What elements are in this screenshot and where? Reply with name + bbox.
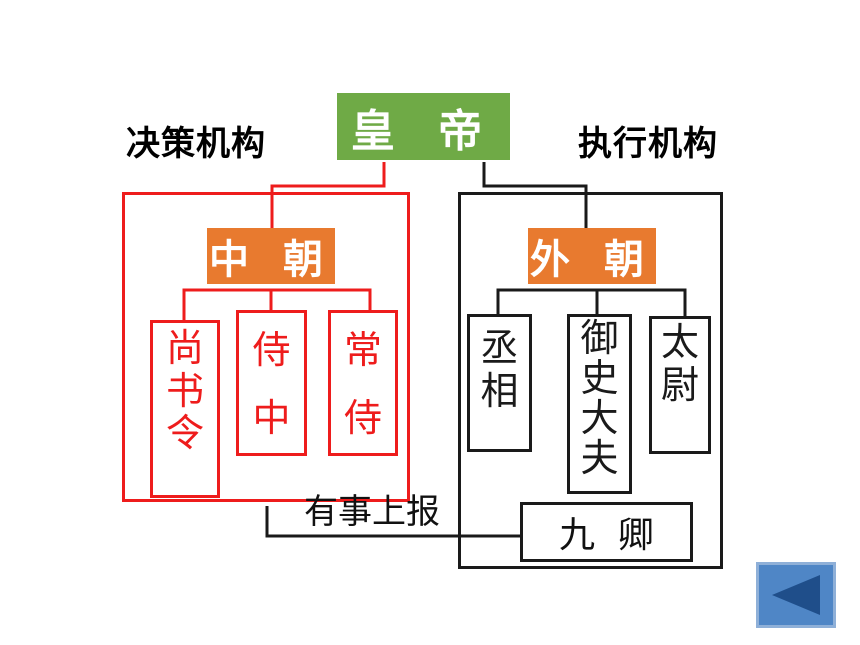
nine-ministers-box: 九 卿 [520, 502, 693, 562]
inner-branch-line [182, 288, 372, 320]
office-changshi: 常 侍 [328, 310, 398, 456]
emperor-to-outer-line [482, 162, 588, 228]
office-char: 令 [165, 411, 204, 456]
office-char: 太 [660, 320, 699, 364]
office-char: 大 [580, 395, 619, 440]
execution-label: 执行机构 [578, 124, 718, 164]
office-char: 尉 [660, 362, 699, 407]
office-char: 中 [252, 395, 291, 440]
report-label: 有事上报 [304, 492, 440, 532]
office-char: 常 [343, 328, 382, 372]
office-chengxiang: 丞 相 [467, 314, 532, 452]
office-char: 相 [480, 368, 519, 413]
office-yushidafu: 御 史 大 夫 [567, 314, 632, 494]
triangle-left-icon [772, 575, 820, 615]
office-taiwei: 太 尉 [649, 316, 711, 454]
report-line [265, 506, 520, 538]
emperor-to-inner-line [270, 162, 386, 228]
office-char: 史 [580, 355, 619, 400]
back-button[interactable] [756, 562, 836, 628]
office-char: 书 [165, 368, 204, 413]
emperor-box: 皇 帝 [337, 93, 510, 160]
outer-court-boundary [458, 192, 723, 569]
outer-court-title: 外 朝 [528, 228, 656, 284]
office-char: 侍 [343, 395, 382, 440]
office-char: 御 [580, 316, 619, 360]
office-char: 侍 [252, 328, 291, 372]
office-char: 丞 [480, 326, 519, 370]
office-shizhong: 侍 中 [236, 310, 307, 456]
office-shangshuling: 尚 书 令 [150, 320, 220, 498]
decision-label: 决策机构 [126, 124, 266, 164]
inner-court-boundary [122, 192, 410, 502]
inner-court-title: 中 朝 [207, 228, 335, 284]
office-char: 夫 [580, 435, 619, 480]
outer-branch-line [496, 288, 687, 316]
office-char: 尚 [165, 326, 204, 370]
